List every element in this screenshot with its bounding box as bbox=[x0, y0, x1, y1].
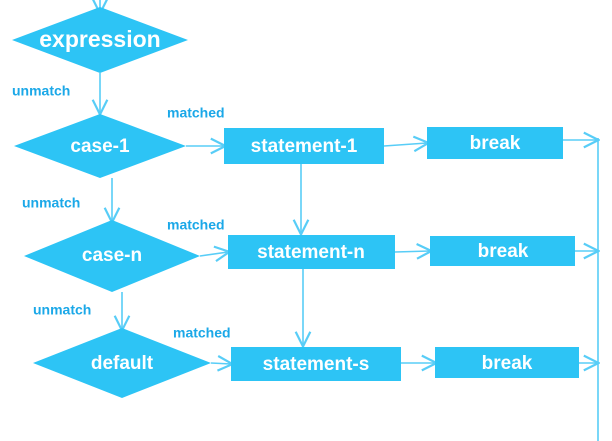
process-shape bbox=[427, 127, 563, 159]
process-shape bbox=[228, 235, 395, 269]
node-statement-1-label: statement-1 bbox=[251, 136, 358, 157]
node-break-1-label: break bbox=[470, 133, 521, 154]
node-layer: expression case-1 case-n default stateme… bbox=[12, 7, 579, 398]
process-shape bbox=[224, 128, 384, 164]
decision-shape bbox=[12, 7, 188, 73]
node-expression-label: expression bbox=[39, 26, 160, 52]
process-shape bbox=[435, 347, 579, 378]
node-break-s-label: break bbox=[482, 353, 533, 374]
node-statement-s[interactable]: statement-s bbox=[231, 347, 401, 381]
node-break-n[interactable]: break bbox=[430, 236, 575, 266]
edge-label-matched-1: matched bbox=[167, 105, 225, 121]
edge-statement-n-to-break-n bbox=[394, 251, 430, 252]
edge-label-unmatch-1: unmatch bbox=[12, 83, 70, 99]
decision-shape bbox=[24, 220, 200, 292]
node-statement-n-label: statement-n bbox=[257, 242, 365, 263]
edge-label-matched-2: matched bbox=[167, 217, 225, 233]
node-expression[interactable]: expression bbox=[12, 7, 188, 73]
process-shape bbox=[430, 236, 575, 266]
node-default[interactable]: default bbox=[33, 328, 211, 398]
node-statement-s-label: statement-s bbox=[263, 354, 370, 375]
process-shape bbox=[231, 347, 401, 381]
node-break-1[interactable]: break bbox=[427, 127, 563, 159]
edge-statement-1-to-break-1 bbox=[383, 143, 427, 146]
edge-label-unmatch-2: unmatch bbox=[22, 195, 80, 211]
connector-layer bbox=[100, 0, 598, 441]
node-case-n-label: case-n bbox=[82, 245, 142, 266]
edge-label-matched-3: matched bbox=[173, 325, 231, 341]
node-statement-1[interactable]: statement-1 bbox=[224, 128, 384, 164]
node-case-n[interactable]: case-n bbox=[24, 220, 200, 292]
node-break-n-label: break bbox=[478, 241, 529, 262]
edge-label-unmatch-3: unmatch bbox=[33, 302, 91, 318]
node-case-1-label: case-1 bbox=[70, 136, 130, 157]
node-statement-n[interactable]: statement-n bbox=[228, 235, 395, 269]
node-break-s[interactable]: break bbox=[435, 347, 579, 378]
decision-shape bbox=[14, 114, 186, 178]
decision-shape bbox=[33, 328, 211, 398]
edge-default-to-statement-s bbox=[210, 363, 231, 364]
node-case-1[interactable]: case-1 bbox=[14, 114, 186, 178]
node-default-label: default bbox=[91, 353, 154, 374]
edge-case-n-to-statement-n bbox=[199, 252, 228, 256]
edge-label-layer: unmatch matched unmatch matched unmatch … bbox=[12, 83, 231, 341]
